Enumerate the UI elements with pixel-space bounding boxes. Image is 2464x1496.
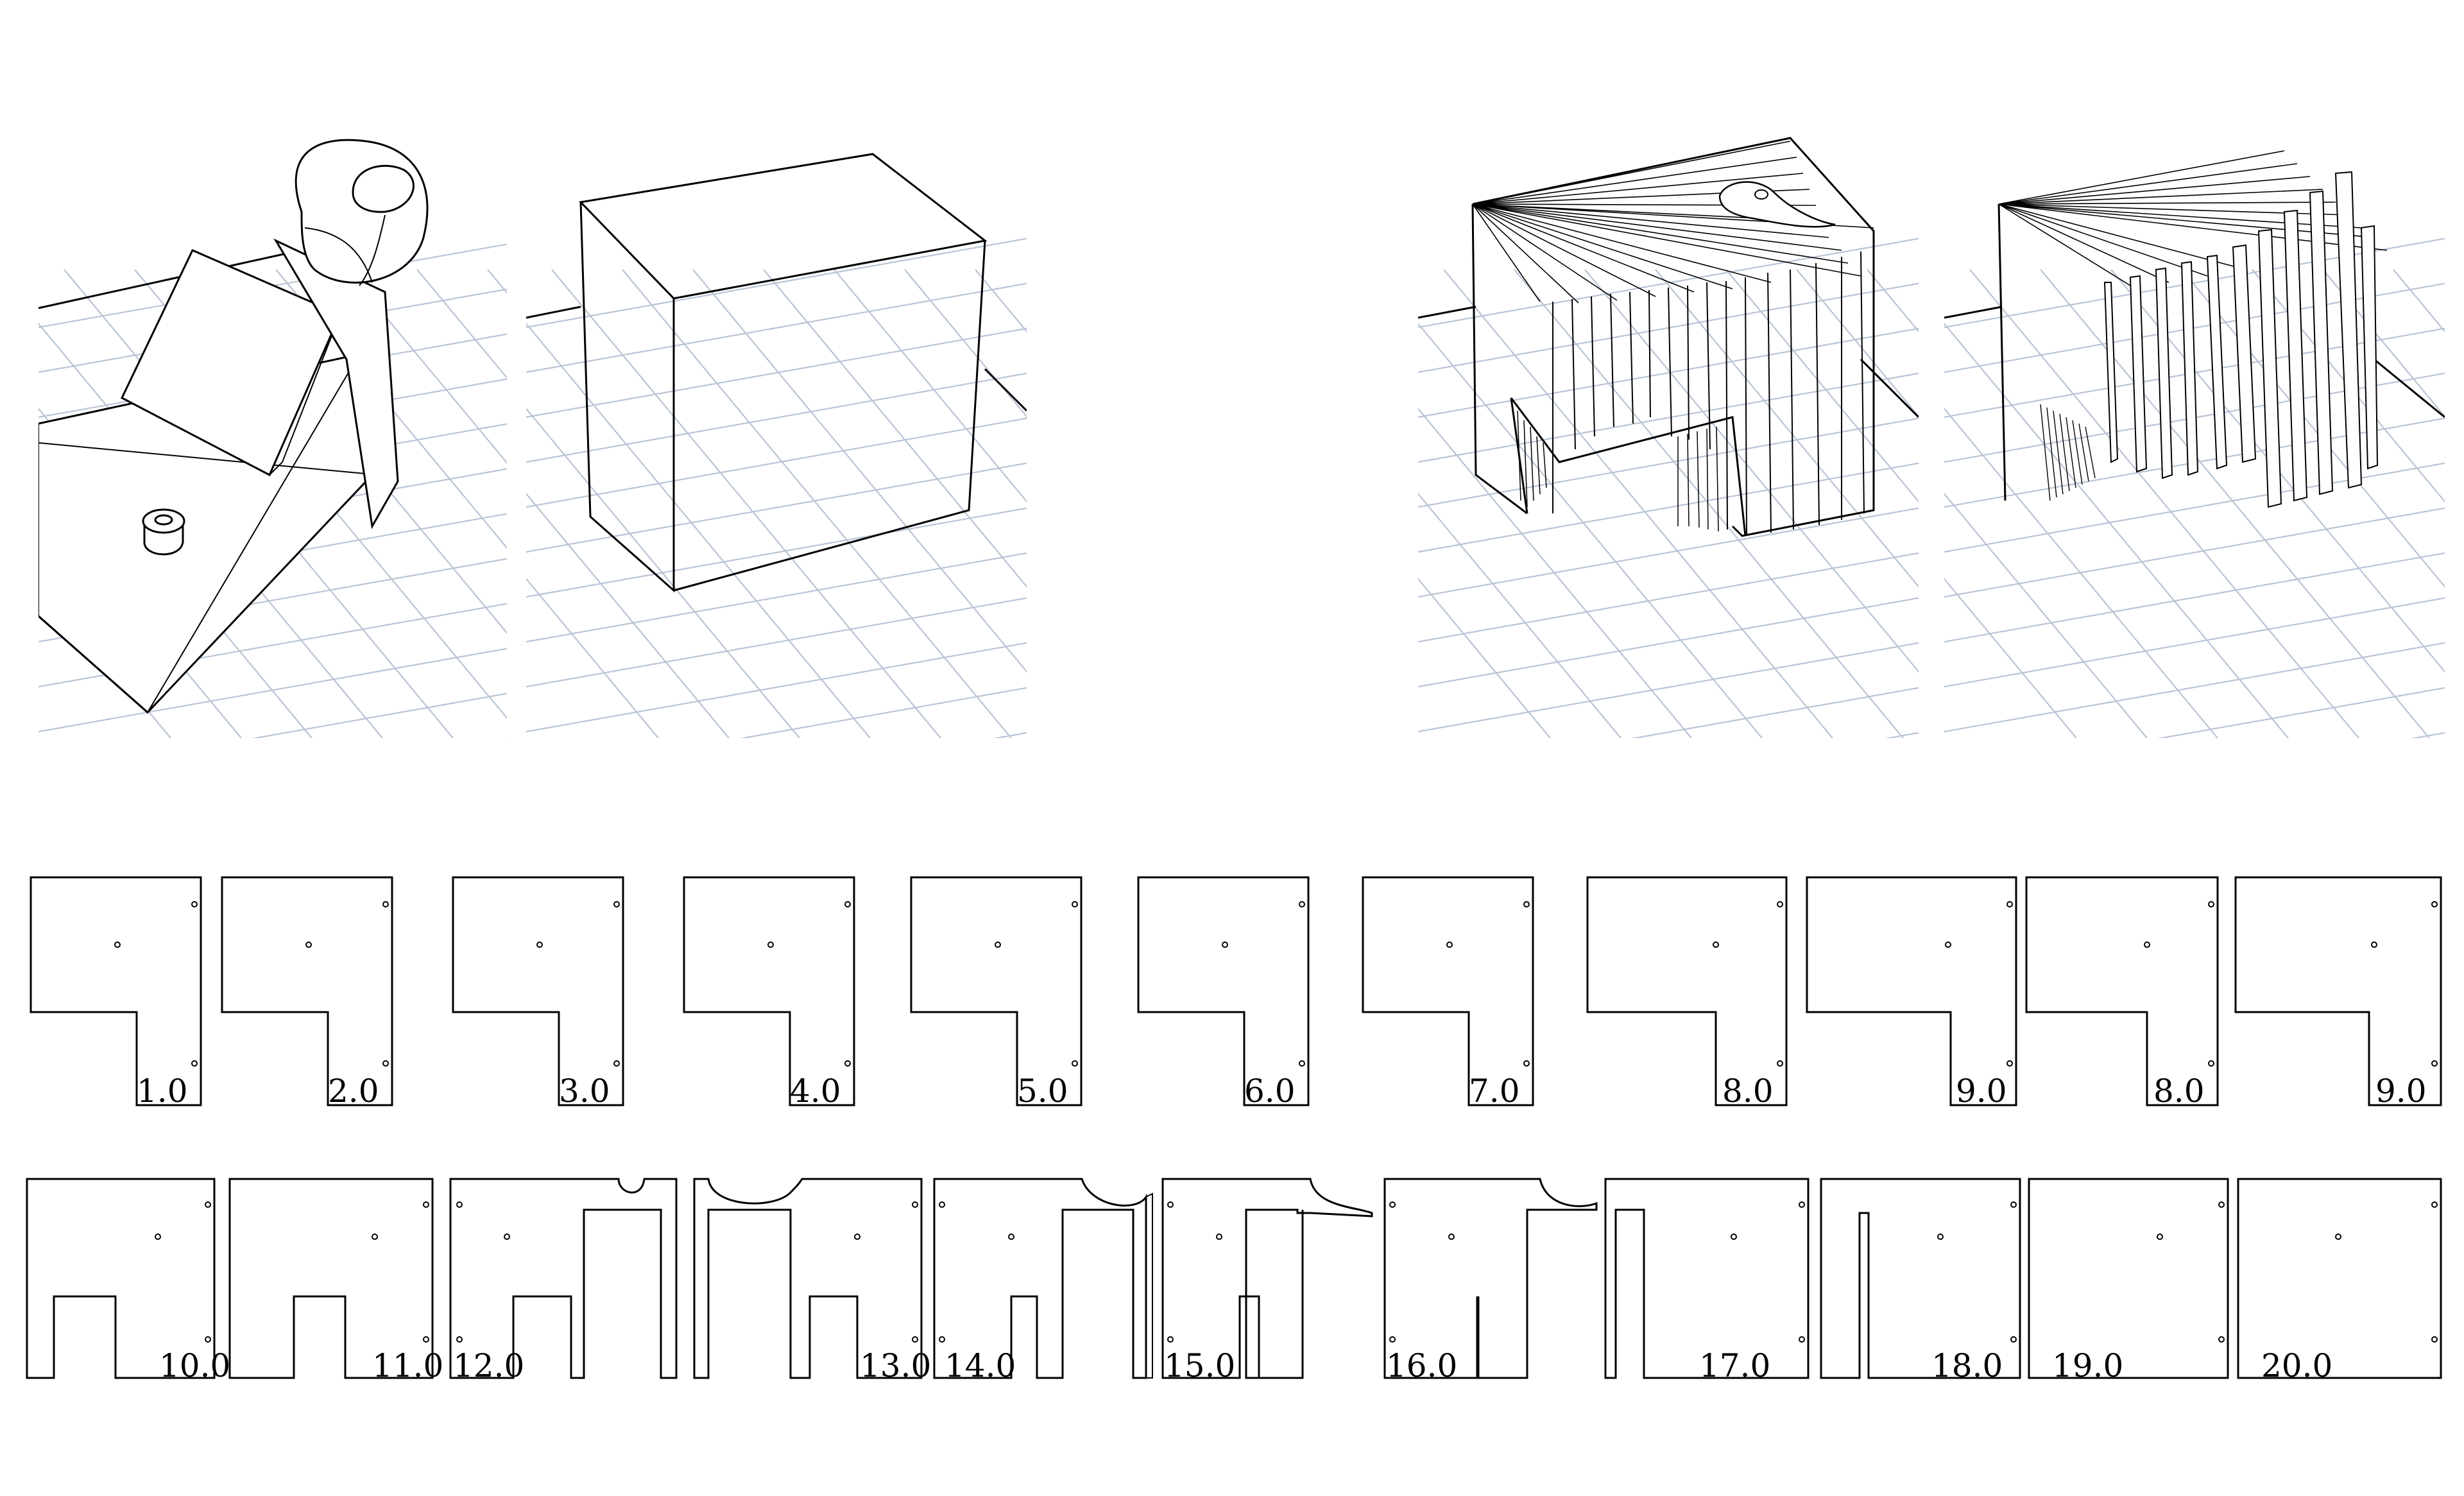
slice-label: 13.0 (860, 1347, 931, 1384)
slice-sheet: 8.0 (1586, 876, 1788, 1110)
slice-label: 12.0 (453, 1347, 524, 1384)
slice-sheet: 9.0 (1806, 876, 2017, 1110)
slice-label: 15.0 (1164, 1347, 1235, 1384)
slice-row-1: 1.0 2.0 3.0 4.0 5.0 6.0 7.0 (30, 876, 2442, 1110)
slice-sheet: 11.0 (228, 1178, 443, 1384)
floor-grid (526, 236, 1027, 738)
slice-label: 8.0 (2153, 1072, 2205, 1110)
scene-panel-box (526, 153, 1027, 738)
ring-object (142, 508, 185, 556)
slice-label: 17.0 (1699, 1347, 1770, 1384)
slice-row-2: 10.0 11.0 12.0 13.0 (26, 1178, 2442, 1384)
slice-sheet: 6.0 (1137, 876, 1310, 1110)
slice-label: 14.0 (945, 1347, 1016, 1384)
scene-panel-objects (38, 139, 507, 738)
slice-label: 18.0 (1931, 1347, 2003, 1384)
slice-sheet: 12.0 (449, 1178, 678, 1384)
slice-label: 2.0 (328, 1072, 379, 1110)
slice-label: 3.0 (559, 1072, 610, 1110)
slice-label: 9.0 (2375, 1072, 2427, 1110)
slice-sheet: 8.0 (2025, 876, 2219, 1110)
slice-sheet: 2.0 (221, 876, 393, 1110)
slice-label: 1.0 (137, 1072, 188, 1110)
slice-sheet: 16.0 (1383, 1178, 1598, 1384)
slice-sheet: 19.0 (2028, 1178, 2229, 1384)
slice-sheet: 3.0 (452, 876, 624, 1110)
slice-label: 11.0 (372, 1347, 443, 1384)
slice-label: 20.0 (2261, 1347, 2332, 1384)
slice-label: 4.0 (790, 1072, 841, 1110)
slice-sheet: 15.0 (1161, 1178, 1373, 1384)
slice-label: 5.0 (1017, 1072, 1068, 1110)
slice-sheet: 14.0 (933, 1178, 1153, 1384)
slice-sheet: 7.0 (1362, 876, 1534, 1110)
slice-sheet: 20.0 (2237, 1178, 2442, 1384)
slice-label: 7.0 (1469, 1072, 1520, 1110)
slice-label: 16.0 (1386, 1347, 1457, 1384)
slice-sheet: 10.0 (26, 1178, 230, 1384)
slice-sheet: 4.0 (683, 876, 855, 1110)
slice-sheet: 18.0 (1820, 1178, 2021, 1384)
slice-label: 6.0 (1244, 1072, 1296, 1110)
box-wireframe (526, 153, 1027, 593)
scene-panel-sliced-exploded (1944, 150, 2445, 738)
slice-sheet: 1.0 (30, 876, 202, 1110)
leaning-block (273, 238, 399, 529)
slice-label: 8.0 (1722, 1072, 1774, 1110)
slice-sheet: 17.0 (1604, 1178, 1810, 1384)
slice-sheet: 5.0 (910, 876, 1082, 1110)
slice-sheet: 9.0 (2234, 876, 2442, 1110)
ovoid-object (295, 139, 429, 286)
slice-sheet: 13.0 (693, 1178, 931, 1384)
slice-label: 9.0 (1956, 1072, 2007, 1110)
slice-label: 19.0 (2052, 1347, 2123, 1384)
slice-label: 10.0 (159, 1347, 230, 1384)
scene-panel-sliced-box (1418, 137, 1919, 738)
